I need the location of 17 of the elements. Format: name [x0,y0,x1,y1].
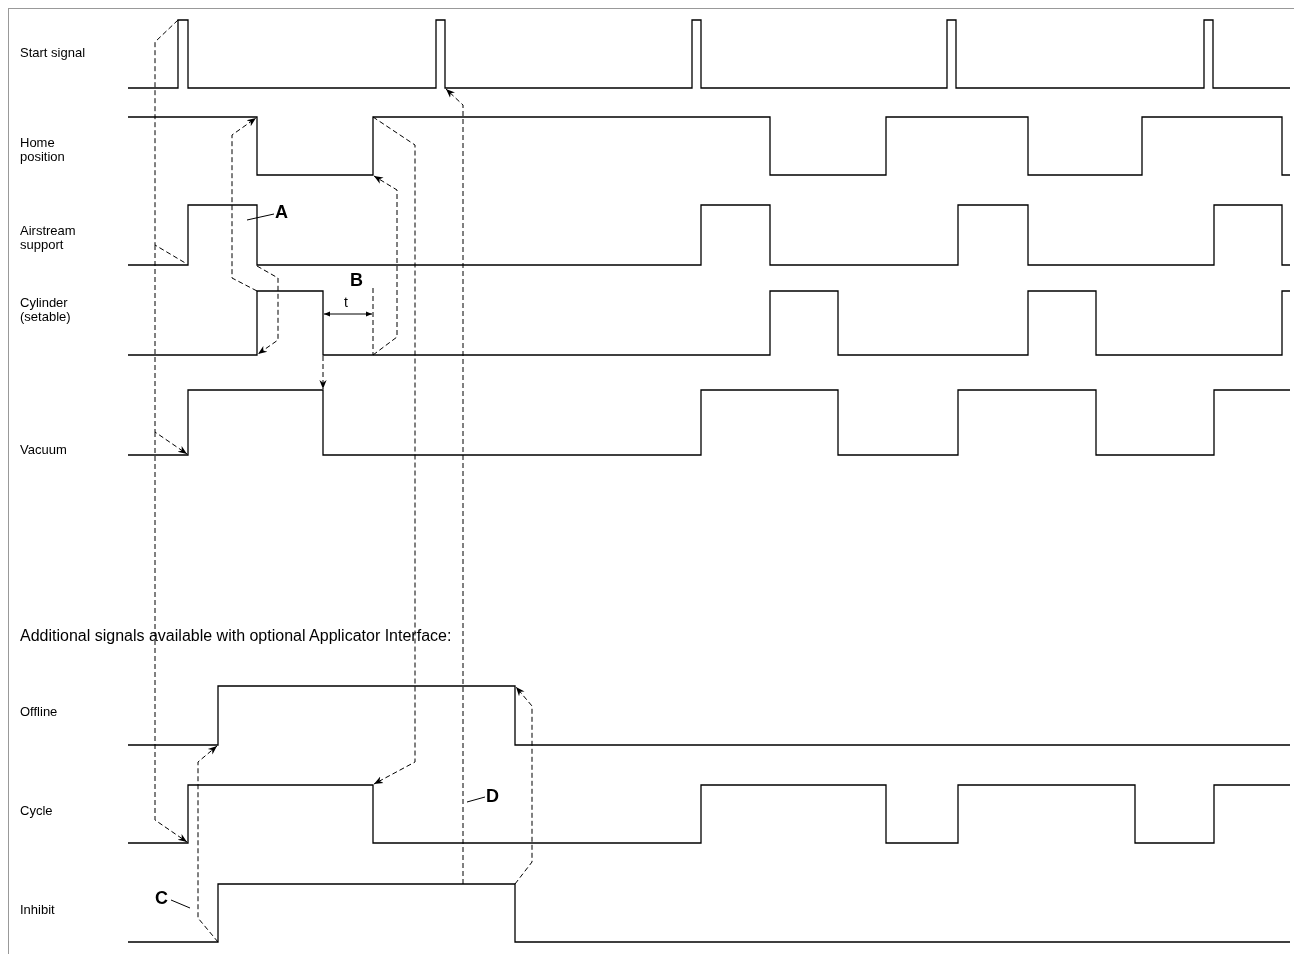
callout-letter: C [155,888,168,908]
leader-line [246,213,275,221]
signal-name: Inhibit [20,903,55,917]
signal-name: Vacuum [20,443,67,457]
leader-line [170,899,191,909]
leader-line [466,796,486,803]
section-note: Additional signals available with optional Applicator Interface: [20,626,452,646]
callout-letter: A [275,202,288,222]
signal-name: Cylinder (setable) [20,296,72,324]
signal-name: Start signal [20,46,86,60]
signal-name: Home position [20,136,66,164]
callout-letter: D [486,786,499,806]
signal-name: Offline [20,705,58,719]
signal-name: Cycle [20,804,53,818]
callout-letter: B [350,270,363,290]
dimension-label: t [344,294,348,310]
signal-name: Airstream support [20,224,77,252]
